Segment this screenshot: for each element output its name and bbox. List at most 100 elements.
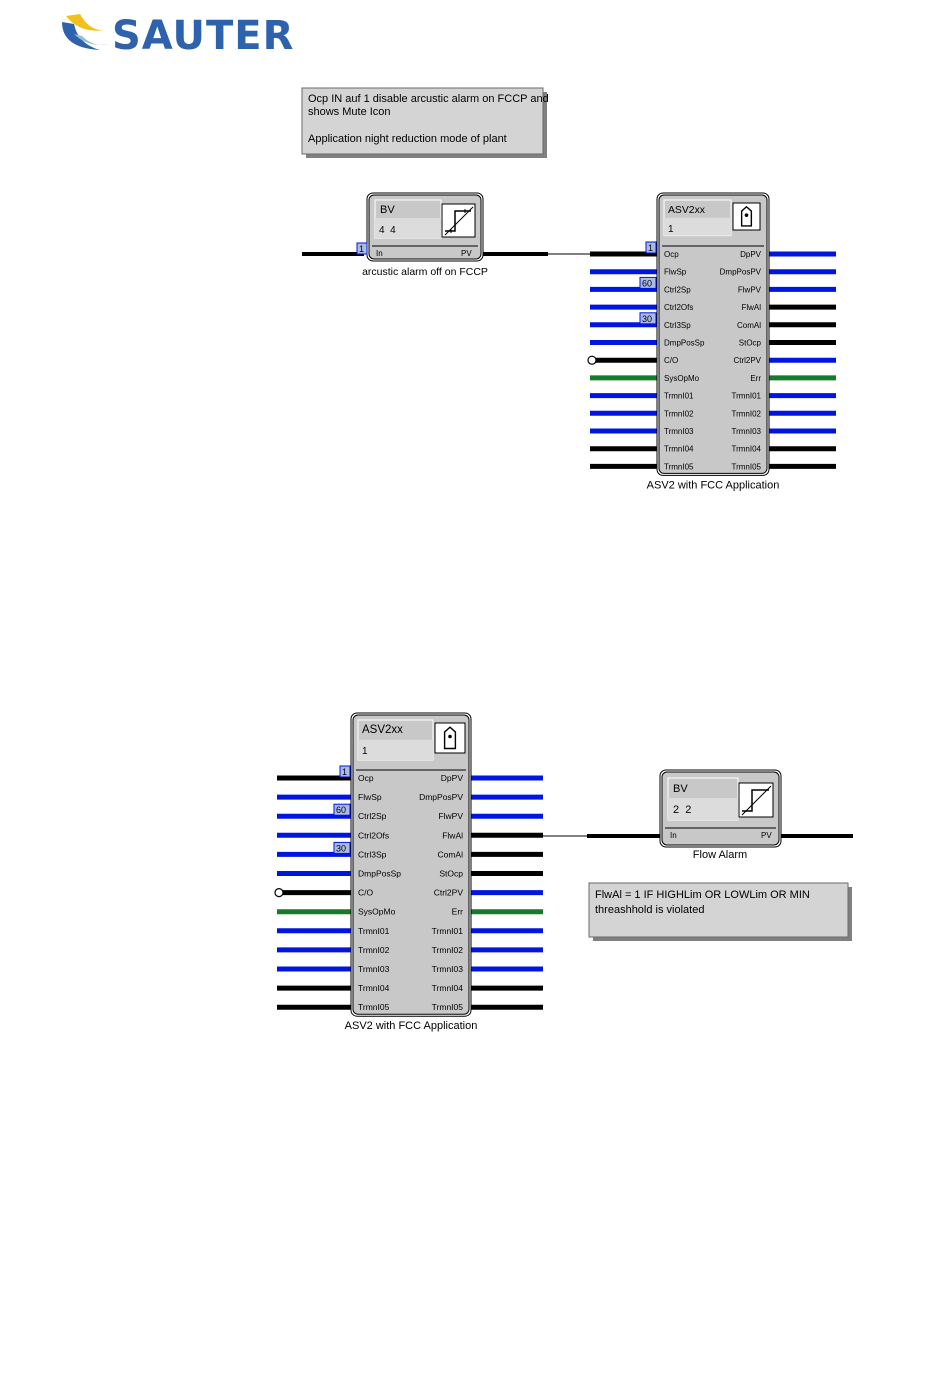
output-port-label: TrmnI05: [732, 462, 762, 471]
sauter-logo: SAUTER: [62, 13, 294, 59]
output-port-label: StOcp: [439, 869, 463, 879]
output-port-label: TrmnI04: [432, 983, 464, 993]
output-port-label: TrmnI01: [432, 926, 464, 936]
block-caption: Flow Alarm: [693, 849, 747, 861]
input-port-label: TrmnI05: [358, 1002, 390, 1012]
asv-block-2[interactable]: ASV2xx1Ocp1FlwSpCtrl2Sp60Ctrl2OfsCtrl3Sp…: [274, 712, 543, 1032]
block-value: 1: [668, 224, 674, 235]
block-value: 4 4: [379, 225, 396, 236]
bv-block-2[interactable]: BV 2 2 In PV Flow Alarm: [587, 769, 853, 861]
note-line: shows Mute Icon: [308, 106, 391, 118]
output-port-label: DpPV: [740, 250, 762, 259]
note-line: Ocp IN auf 1 disable arcustic alarm on F…: [308, 93, 549, 105]
valve-actuator-icon: [434, 722, 466, 754]
inverted-input-marker: [587, 355, 597, 365]
input-port-label: C/O: [358, 888, 374, 898]
input-port-label: FlwSp: [664, 268, 687, 277]
output-port-label: StOcp: [739, 339, 762, 348]
input-port-label: DmpPosSp: [664, 339, 705, 348]
output-port-label: DpPV: [441, 773, 464, 783]
input-port-label: C/O: [664, 356, 678, 365]
output-port-label: TrmnI02: [432, 945, 464, 955]
input-port-label: TrmnI03: [358, 964, 390, 974]
port-label-in: In: [376, 249, 383, 258]
block-caption: ASV2 with FCC Application: [345, 1020, 478, 1032]
input-constant-box[interactable]: [639, 312, 657, 325]
output-port-label: FlwPV: [738, 285, 762, 294]
input-port-label: Ctrl2Sp: [358, 811, 387, 821]
input-constant-box[interactable]: [333, 841, 351, 854]
input-port-label: TrmnI04: [358, 983, 390, 993]
output-port-label: Err: [452, 907, 464, 917]
block-type: ASV2xx: [668, 205, 706, 216]
port-label-out: PV: [461, 249, 472, 258]
input-constant: 30: [336, 843, 346, 853]
input-constant: 60: [642, 278, 652, 288]
note-line: Application night reduction mode of plan…: [308, 133, 507, 145]
input-port-label: Ocp: [358, 773, 374, 783]
input-port-label: TrmnI02: [358, 945, 390, 955]
input-port-label: TrmnI01: [358, 926, 390, 936]
input-port-label: SysOpMo: [664, 374, 700, 383]
output-port-label: TrmnI02: [732, 409, 762, 418]
block-caption: ASV2 with FCC Application: [647, 479, 780, 491]
input-constant-box[interactable]: [639, 276, 657, 289]
output-port-label: TrmnI03: [432, 964, 464, 974]
port-label-in: In: [670, 831, 677, 840]
output-port-label: FlwAl: [442, 830, 463, 840]
input-constant-box[interactable]: [645, 241, 657, 254]
bv-block-1[interactable]: BV 4 4 In PV 1 arcustic alarm off on FCC…: [302, 192, 592, 278]
port-label-out: PV: [761, 831, 772, 840]
output-port-label: DmpPosPV: [419, 792, 463, 802]
input-constant: 1: [359, 244, 364, 254]
output-port-label: TrmnI04: [732, 445, 762, 454]
note-ocp-comment: Ocp IN auf 1 disable arcustic alarm on F…: [301, 87, 549, 158]
input-constant: 1: [342, 767, 347, 777]
input-constant: 1: [648, 243, 653, 253]
output-port-label: DmpPosPV: [720, 268, 762, 277]
input-port-label: TrmnI01: [664, 392, 694, 401]
output-port-label: ComAl: [437, 849, 463, 859]
valve-actuator-icon: [732, 202, 761, 231]
input-port-label: Ctrl2Ofs: [358, 830, 389, 840]
input-port-label: TrmnI04: [664, 445, 694, 454]
input-port-label: FlwSp: [358, 792, 382, 802]
block-type: ASV2xx: [362, 724, 403, 736]
output-port-label: TrmnI01: [732, 392, 762, 401]
output-port-label: Ctrl2PV: [434, 888, 464, 898]
brand-name: SAUTER: [112, 13, 294, 59]
asv-blocks: ASV2xx1Ocp1FlwSpCtrl2Sp60Ctrl2OfsCtrl3Sp…: [274, 192, 836, 1032]
block-value: 2 2: [673, 804, 691, 816]
input-port-label: SysOpMo: [358, 907, 396, 917]
output-port-label: Ctrl2PV: [733, 356, 761, 365]
note-line: FlwAl = 1 IF HIGHLim OR LOWLim OR MIN: [595, 889, 810, 901]
input-port-label: Ctrl3Sp: [664, 321, 691, 330]
inverted-input-marker: [274, 887, 284, 898]
block-caption: arcustic alarm off on FCCP: [362, 266, 488, 278]
block-type: BV: [673, 783, 688, 795]
output-port-label: Err: [750, 374, 761, 383]
output-port-label: ComAl: [737, 321, 761, 330]
block-type: BV: [380, 204, 395, 216]
input-constant-box[interactable]: [339, 765, 351, 778]
input-port-label: TrmnI02: [664, 409, 694, 418]
input-port-label: Ocp: [664, 250, 679, 259]
input-constant-box: [356, 242, 368, 255]
step-function-icon: [441, 203, 476, 238]
input-constant-box[interactable]: [333, 803, 351, 816]
input-port-label: TrmnI03: [664, 427, 694, 436]
logo-wave-icon: [62, 14, 110, 50]
input-constant: 60: [336, 805, 346, 815]
input-port-label: Ctrl2Ofs: [664, 303, 693, 312]
output-port-label: FlwPV: [438, 811, 463, 821]
block-value: 1: [362, 746, 368, 757]
output-port-label: TrmnI05: [432, 1002, 464, 1012]
input-port-label: DmpPosSp: [358, 869, 401, 879]
note-line: threashhold is violated: [595, 904, 704, 916]
note-flow-alarm: FlwAl = 1 IF HIGHLim OR LOWLim OR MIN th…: [588, 882, 852, 941]
input-constant: 30: [642, 314, 652, 324]
input-port-label: Ctrl2Sp: [664, 285, 691, 294]
step-function-icon: [738, 782, 774, 818]
